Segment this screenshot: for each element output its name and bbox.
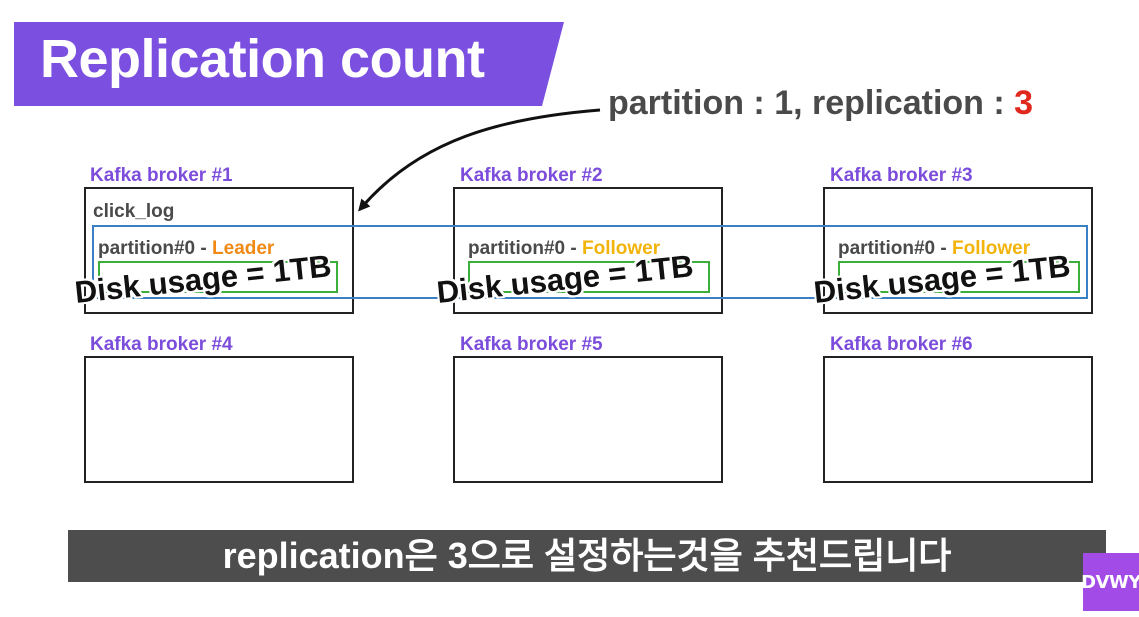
broker-label-1: Kafka broker #1: [90, 165, 233, 186]
broker-box-3: [823, 187, 1093, 314]
partition-label-1: partition#0 - Leader: [98, 238, 275, 259]
replication-group-box: [92, 225, 1088, 299]
caption-text: replication은 3으로 설정하는것을 추천드립니다: [222, 535, 952, 576]
broker-label-6: Kafka broker #6: [830, 334, 973, 355]
broker-box-5: [453, 356, 723, 483]
broker-label-2: Kafka broker #2: [460, 165, 603, 186]
replication-summary-prefix: partition : 1, replication :: [608, 84, 1015, 122]
broker-label-5: Kafka broker #5: [460, 334, 603, 355]
partition-box-3: [838, 261, 1080, 293]
broker-label-3: Kafka broker #3: [830, 165, 973, 186]
topic-name: click_log: [93, 201, 175, 222]
channel-logo: DVWY: [1081, 553, 1139, 611]
partition-box-2: [468, 261, 710, 293]
broker-box-4: [84, 356, 354, 483]
partition-box-1: [98, 261, 338, 293]
caption-bar: [68, 530, 1106, 582]
broker-box-2: [453, 187, 723, 314]
partition-label-3: partition#0 - Follower: [838, 238, 1031, 259]
partition-role-follower: Follower: [952, 238, 1031, 259]
broker-box-6: [823, 356, 1093, 483]
replication-factor-value: 3: [1014, 84, 1034, 122]
broker-box-1: [84, 187, 354, 314]
title-banner: [14, 22, 564, 106]
partition-role-leader: Leader: [212, 238, 275, 259]
replication-summary: partition : 1, replication : 3: [608, 84, 1033, 123]
page-title: Replication count: [40, 29, 485, 89]
broker-label-4: Kafka broker #4: [90, 334, 233, 355]
partition-label-2: partition#0 - Follower: [468, 238, 661, 259]
partition-role-follower: Follower: [582, 238, 661, 259]
